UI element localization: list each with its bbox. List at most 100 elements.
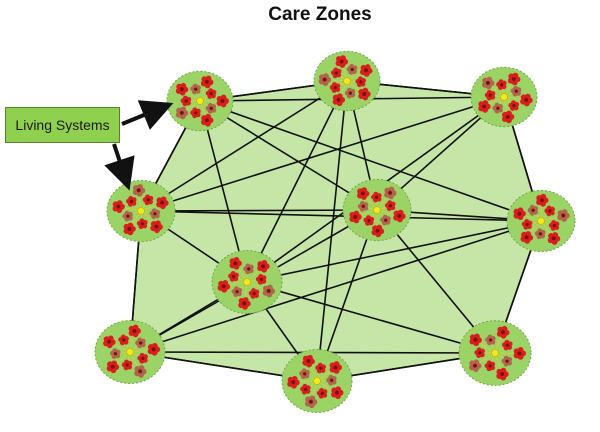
flower-icon — [384, 186, 397, 200]
care-zones — [94, 50, 576, 413]
flower-icon — [547, 232, 561, 245]
flower-icon — [149, 208, 161, 219]
flower-icon — [128, 324, 141, 338]
flower-icon — [255, 273, 267, 285]
connection-middle-right-bottom-left — [129, 220, 542, 353]
flower-icon — [346, 63, 358, 75]
flower-icon — [121, 359, 133, 371]
flower-icon — [510, 85, 522, 97]
flower-icon — [190, 83, 201, 95]
flower-icon — [175, 106, 189, 120]
care-zone-bottom-left — [94, 320, 166, 384]
flower-icon — [521, 218, 533, 230]
flower-icon — [126, 195, 137, 207]
flower-icon — [358, 87, 371, 101]
flower-icon — [357, 187, 370, 200]
flower-icon — [507, 72, 521, 86]
flower-icon — [357, 200, 369, 212]
flower-icon — [349, 210, 362, 224]
zone-center-node — [137, 207, 145, 215]
zone-center-node — [343, 77, 351, 85]
flower-icon — [557, 209, 570, 222]
flower-icon — [527, 204, 539, 216]
flower-icon — [485, 334, 496, 346]
zone-center-node — [243, 278, 251, 286]
flower-icon — [137, 352, 148, 364]
flower-icon — [106, 360, 120, 374]
care-zone-center — [342, 178, 412, 242]
living-systems-label: Living Systems — [5, 107, 120, 143]
flower-icon — [469, 333, 482, 347]
flower-icon — [229, 257, 242, 270]
care-zone-top-center — [313, 50, 381, 112]
flower-icon — [484, 89, 496, 101]
flower-icon — [484, 360, 496, 372]
flower-icon — [300, 383, 311, 395]
flower-icon — [384, 200, 396, 211]
flower-icon — [513, 207, 526, 221]
flower-icon — [315, 362, 326, 374]
flower-icon — [228, 271, 239, 282]
connection-top-center-middle-left — [140, 80, 348, 212]
care-zone-bottom-right — [458, 320, 532, 386]
flower-icon — [134, 365, 147, 378]
zone-center-node — [126, 348, 134, 356]
flower-icon — [180, 95, 192, 107]
flower-icon — [302, 354, 315, 368]
flower-icon — [513, 347, 526, 360]
flower-icon — [299, 368, 310, 380]
connection-top-center-inner-left — [246, 80, 348, 283]
flower-icon — [142, 194, 154, 206]
flower-icon — [318, 73, 332, 86]
flower-icon — [135, 337, 146, 349]
flower-icon — [304, 395, 318, 409]
flower-icon — [393, 209, 406, 223]
care-zone-bottom-center — [281, 349, 353, 413]
flower-icon — [548, 220, 560, 231]
flower-icon — [329, 82, 341, 93]
flower-icon — [508, 100, 520, 111]
flower-icon — [468, 359, 482, 373]
flower-icon — [355, 76, 367, 88]
flower-icon — [501, 339, 513, 351]
care-zone-top-right — [470, 66, 538, 128]
flower-icon — [496, 367, 509, 381]
flower-icon — [205, 102, 217, 114]
flower-icon — [243, 263, 254, 275]
flower-icon — [520, 93, 533, 107]
arrow-to-top-left-zone — [121, 100, 174, 130]
flower-icon — [544, 205, 555, 217]
flower-icon — [136, 218, 148, 229]
flower-icon — [201, 113, 214, 127]
flower-icon — [103, 335, 116, 349]
zone-center-node — [313, 377, 321, 385]
connection-top-center-bottom-center — [316, 80, 348, 382]
flower-icon — [363, 215, 375, 226]
flower-icon — [287, 375, 300, 389]
flower-icon — [329, 361, 342, 374]
flower-icon — [316, 387, 328, 399]
care-zone-middle-left — [106, 179, 176, 243]
flower-icon — [371, 191, 382, 203]
flower-icon — [109, 348, 121, 359]
connection-middle-left-center — [140, 209, 378, 212]
flower-icon — [118, 334, 129, 346]
flower-icon — [520, 231, 534, 244]
flower-icon — [380, 214, 391, 226]
flower-icon — [123, 222, 136, 236]
flower-icon — [371, 224, 385, 238]
connection-top-right-middle-left — [140, 96, 505, 212]
flower-icon — [231, 286, 243, 297]
flower-icon — [501, 355, 513, 367]
zone-center-node — [537, 217, 545, 225]
callout-arrows — [104, 100, 174, 191]
flower-icon — [474, 347, 485, 359]
diagram-title: Care Zones — [268, 4, 372, 25]
zone-center-node — [196, 97, 204, 105]
flower-icon — [150, 220, 163, 233]
flower-icon — [200, 75, 214, 89]
connection-top-left-center — [199, 100, 378, 211]
flower-icon — [112, 200, 125, 213]
connection-middle-right-inner-left — [246, 220, 542, 283]
